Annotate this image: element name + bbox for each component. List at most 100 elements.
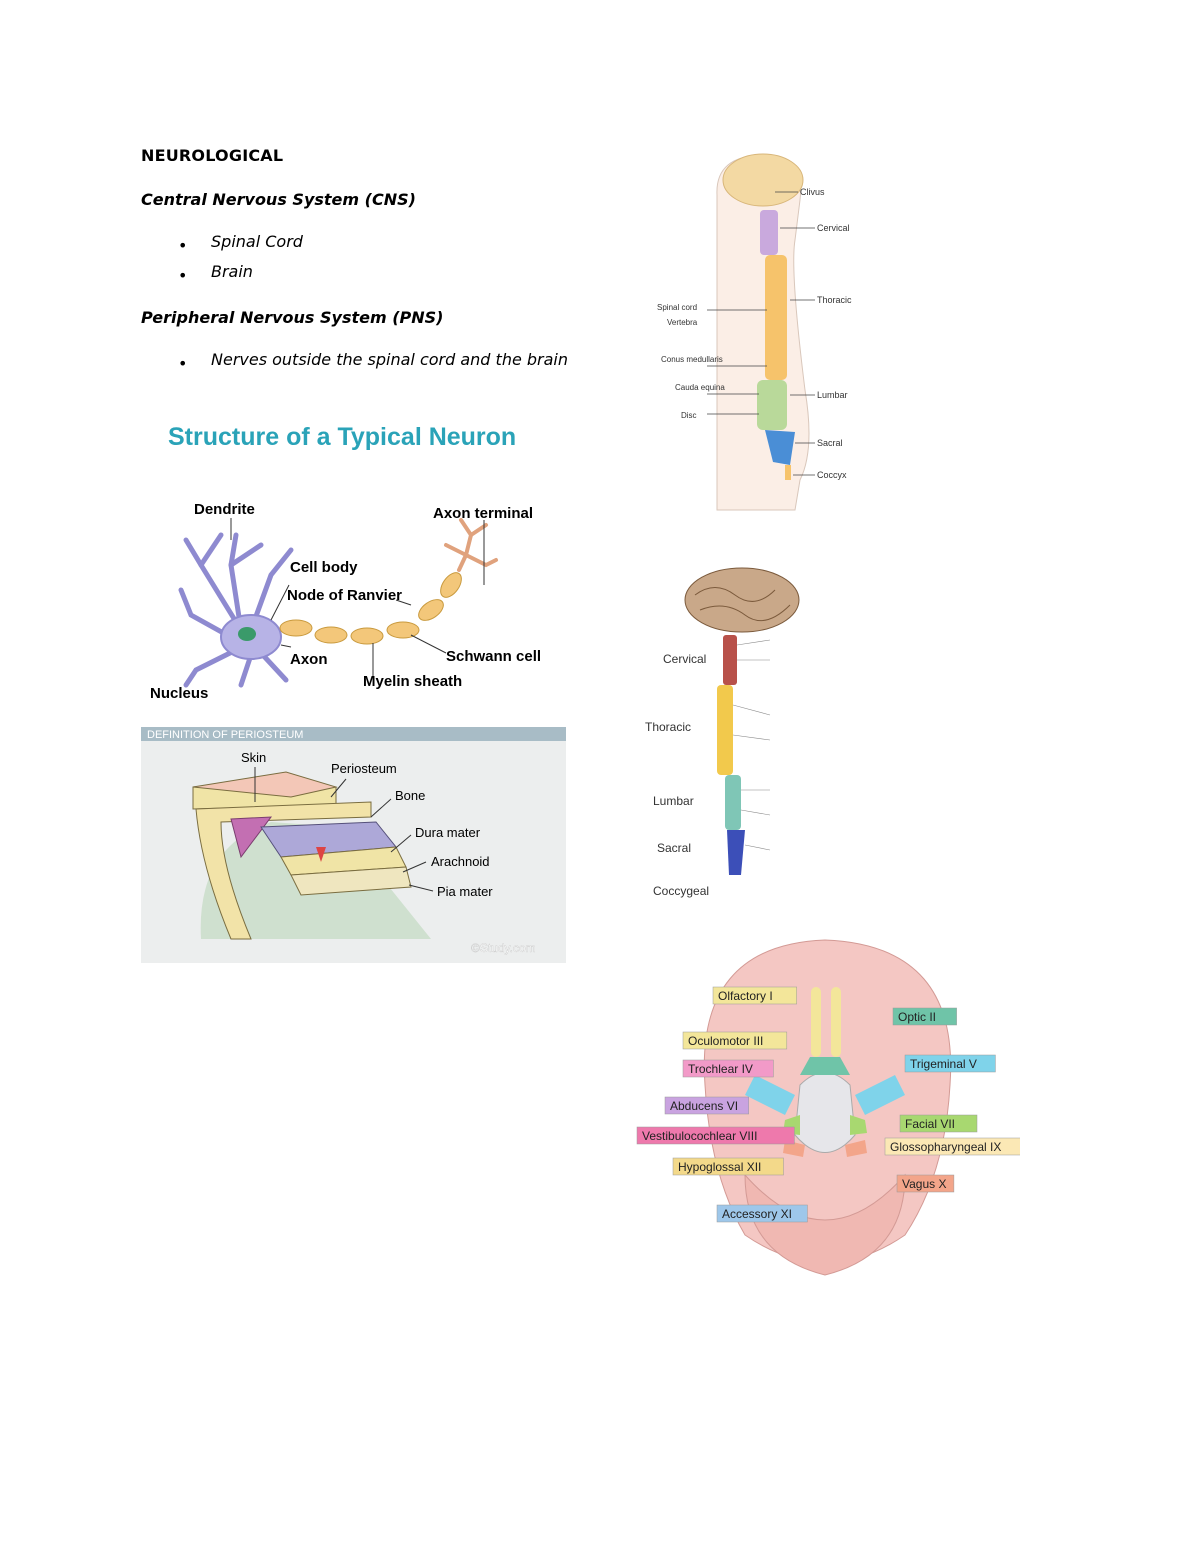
cranial-nerve-label-text: Accessory XI: [722, 1207, 792, 1221]
bullet-icon: •: [178, 266, 188, 285]
dendrites: [178, 532, 294, 688]
coccyx: [785, 465, 791, 480]
label-dendrite: Dendrite: [194, 501, 255, 518]
spine-figure: Clivus Cervical Thoracic Lumbar Sacral C…: [657, 153, 852, 511]
trigeminal-nerve-left: [745, 1075, 795, 1115]
cranial-nerve-label: Abducens VI: [664, 1096, 749, 1115]
brain-shape: [684, 567, 800, 633]
olfactory-nerve: [811, 987, 821, 1057]
label-skin: Skin: [241, 750, 266, 765]
label-clivus: Clivus: [800, 187, 825, 197]
thoracic-segment: [717, 685, 733, 775]
sacrum: [765, 430, 795, 465]
leader-lines: [230, 518, 485, 677]
label-bone: Bone: [395, 788, 425, 803]
cranial-nerve-label-text: Optic II: [898, 1010, 936, 1024]
lumbar-vertebrae: [757, 380, 787, 430]
axon-terminal: [444, 518, 498, 572]
lumbar-segment: [725, 775, 741, 830]
cranial-nerve-label: Glossopharyngeal IX: [884, 1137, 1020, 1156]
label-axon-terminal: Axon terminal: [433, 505, 533, 522]
watermark: ©Study.com: [471, 941, 536, 955]
cranial-nerve-label-text: Olfactory I: [718, 989, 773, 1003]
periosteum-figure: DEFINITION OF PERIOSTEUM Skin Periosteum…: [141, 727, 566, 963]
banner-bar: [141, 727, 566, 741]
cranial-nerve-label-text: Facial VII: [905, 1117, 955, 1131]
nerve-lines: [732, 639, 771, 851]
cranial-nerve-label-text: Abducens VI: [670, 1099, 738, 1113]
bullet-icon: •: [178, 236, 188, 255]
cervical-vertebrae: [760, 210, 778, 255]
neuron-title: Structure of a Typical Neuron: [168, 423, 516, 451]
label-axon: Axon: [290, 651, 328, 668]
label-thoracic: Thoracic: [817, 295, 852, 305]
label-coccygeal: Coccygeal: [653, 884, 709, 898]
label-disc: Disc: [681, 411, 697, 420]
label-periosteum: Periosteum: [331, 761, 397, 776]
label-sacral: Sacral: [657, 841, 691, 855]
label-thoracic: Thoracic: [645, 720, 691, 734]
cranial-nerve-label: Optic II: [892, 1007, 957, 1026]
thoracic-vertebrae: [765, 255, 787, 380]
label-lumbar: Lumbar: [653, 794, 694, 808]
banner-text: DEFINITION OF PERIOSTEUM: [147, 729, 303, 741]
cervical-segment: [723, 635, 737, 685]
cranial-nerve-label-text: Oculomotor III: [688, 1034, 763, 1048]
label-node-of-ranvier: Node of Ranvier: [287, 587, 402, 604]
cranial-nerve-label: Vestibulocochlear VIII: [636, 1126, 795, 1145]
label-nucleus: Nucleus: [150, 685, 208, 702]
cranial-nerve-label: Oculomotor III: [682, 1031, 788, 1050]
label-myelin-sheath: Myelin sheath: [363, 673, 462, 690]
label-cervical: Cervical: [817, 223, 850, 233]
spine-labels-left: Spinal cord Vertebra Conus medullaris Ca…: [657, 303, 725, 420]
label-arachnoid: Arachnoid: [431, 854, 490, 869]
list-item-text: Brain: [211, 262, 253, 281]
label-lumbar: Lumbar: [817, 390, 848, 400]
sacral-segment: [727, 830, 745, 875]
cranial-nerve-label-text: Trigeminal V: [910, 1057, 977, 1071]
cranial-nerve-label-text: Glossopharyngeal IX: [890, 1140, 1001, 1154]
list-item-text: Spinal Cord: [211, 232, 303, 251]
label-dura-mater: Dura mater: [415, 825, 481, 840]
cranial-nerve-label: Olfactory I: [712, 986, 797, 1005]
cranial-nerves-figure: Olfactory I Optic II Oculomotor III Trigemi…: [636, 939, 1020, 1276]
leader-lines: [707, 191, 815, 476]
spine-labels-right: Clivus Cervical Thoracic Lumbar Sacral C…: [800, 187, 852, 480]
cranial-nerve-label-text: Vestibulocochlear VIII: [642, 1129, 757, 1143]
pns-title: Peripheral Nervous System (PNS): [141, 308, 444, 327]
axon: [279, 572, 462, 645]
cranial-nerve-label-text: Trochlear IV: [688, 1062, 753, 1076]
label-coccyx: Coccyx: [817, 470, 847, 480]
cranial-nerve-label: Vagus X: [896, 1174, 955, 1193]
page-heading: NEUROLOGICAL: [141, 146, 284, 165]
cranial-nerve-label: Trigeminal V: [904, 1054, 996, 1073]
list-item-text: Nerves outside the spinal cord and the b…: [211, 350, 569, 369]
nucleus: [238, 627, 256, 641]
label-spinal-cord: Spinal cord: [657, 303, 697, 312]
label-schwann-cell: Schwann cell: [446, 648, 541, 665]
leader-lines: [254, 767, 434, 892]
label-cauda-equina: Cauda equina: [675, 383, 725, 392]
cranial-nerve-label: Accessory XI: [716, 1204, 808, 1223]
neuron-figure: Structure of a Typical Neuron Dendrite A…: [150, 423, 541, 702]
optic-nerve: [800, 1057, 850, 1075]
cranial-nerve-label: Facial VII: [899, 1114, 978, 1133]
cns-title: Central Nervous System (CNS): [141, 190, 416, 209]
cranial-nerve-label: Trochlear IV: [682, 1059, 774, 1078]
region-labels: Cervical Thoracic Lumbar Sacral Coccygea…: [645, 652, 709, 898]
trigeminal-nerve-right: [855, 1075, 905, 1115]
spinal-nerves-figure: Cervical Thoracic Lumbar Sacral Coccygea…: [645, 567, 800, 898]
cerebellum: [744, 1173, 906, 1276]
label-cervical: Cervical: [663, 652, 706, 666]
cranial-nerve-label-text: Hypoglossal XII: [678, 1160, 761, 1174]
label-conus-medullaris: Conus medullaris: [661, 355, 723, 364]
brainstem: [794, 1072, 856, 1153]
label-cell-body: Cell body: [290, 559, 358, 576]
label-vertebra: Vertebra: [667, 318, 698, 327]
brain-shape: [722, 153, 804, 207]
cranial-nerve-label-text: Vagus X: [902, 1177, 946, 1191]
cranial-nerve-labels: Olfactory I Optic II Oculomotor III Trigemi…: [636, 986, 1020, 1223]
label-sacral: Sacral: [817, 438, 843, 448]
cranial-nerve-label: Hypoglossal XII: [672, 1157, 784, 1176]
bullet-icon: •: [178, 354, 188, 373]
